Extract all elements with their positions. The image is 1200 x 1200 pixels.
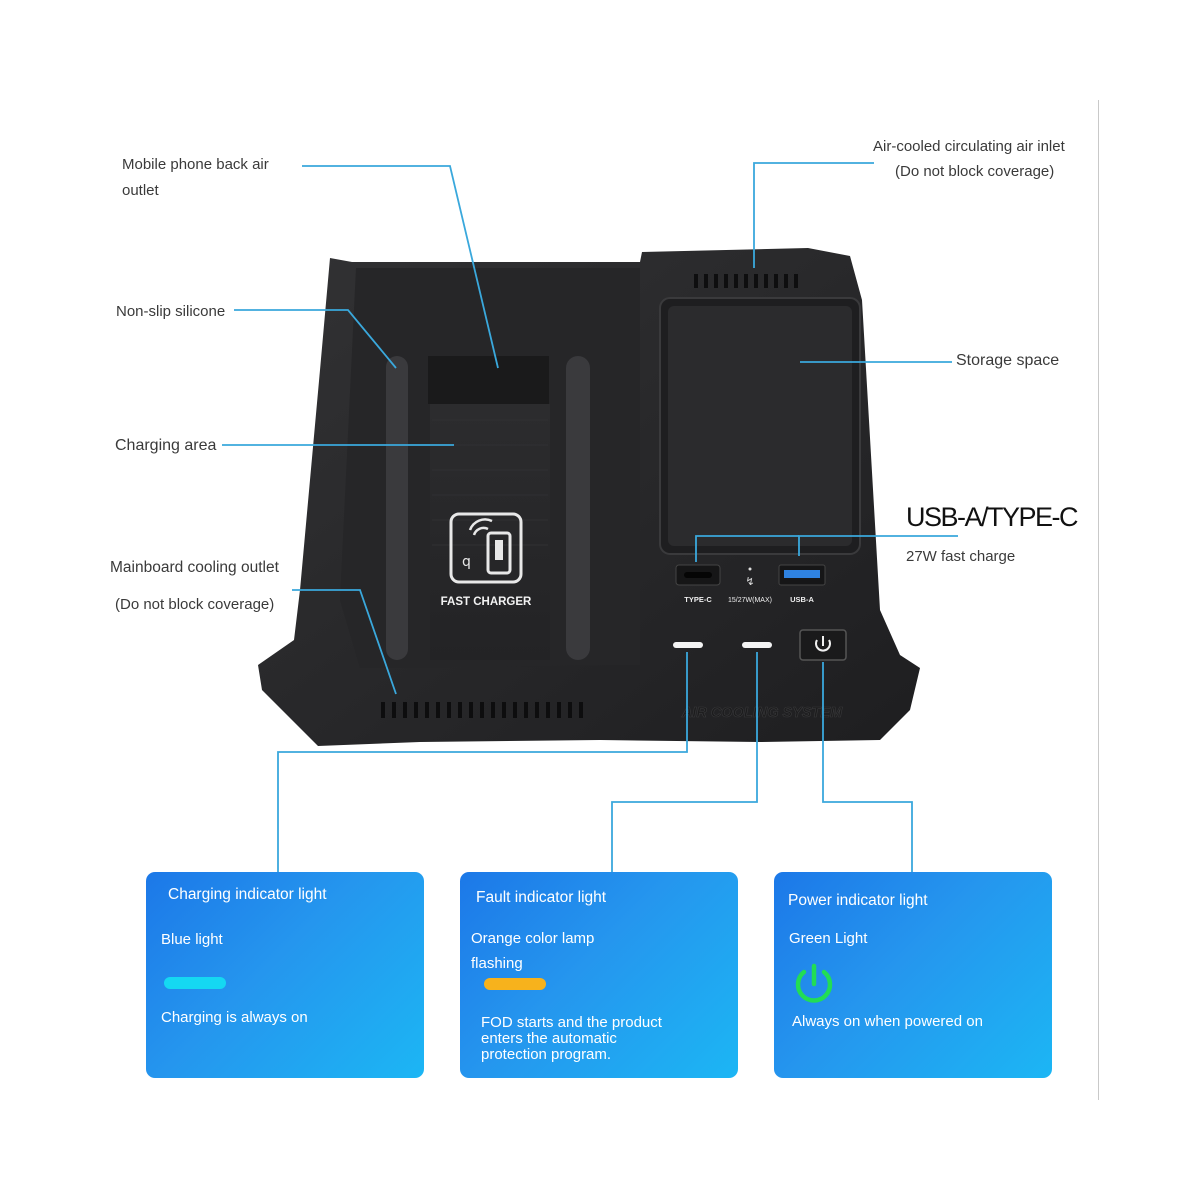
power-card-state: Green Light <box>789 930 868 947</box>
air-inlet-label: Air-cooled circulating air inlet <box>873 138 1065 155</box>
storage-label: Storage space <box>956 352 1060 369</box>
fault-card-title: Fault indicator light <box>476 889 607 906</box>
fault-card-state-2: flashing <box>471 955 523 972</box>
mainboard-cooling-vent <box>381 702 583 718</box>
wireless-charging-icon <box>449 512 523 584</box>
svg-text:q: q <box>462 554 471 570</box>
phone-back-outlet-label: Mobile phone back air outlet <box>122 152 269 205</box>
charging-area-label: Charging area <box>115 437 217 454</box>
type-c-text: TYPE-C <box>684 595 712 604</box>
phone-back-air-outlet <box>428 356 549 404</box>
power-card-title: Power indicator light <box>788 892 928 909</box>
lightning-icon: ↯ <box>745 575 754 588</box>
fault-card-state-1: Orange color lamp <box>471 930 595 947</box>
usb-subtitle: 27W fast charge <box>906 548 1016 565</box>
mainboard-outlet-label: Mainboard cooling outlet <box>110 559 279 576</box>
charging-indicator-bar <box>673 642 703 648</box>
fault-card-desc-2: enters the automatic <box>481 1029 617 1047</box>
air-inlet-note: (Do not block coverage) <box>895 163 1055 180</box>
power-card-desc: Always on when powered on <box>792 1013 983 1030</box>
leader-lines <box>222 162 958 872</box>
fault-indicator-card: Fault indicator light Orange color lamp … <box>460 872 738 1078</box>
fault-indicator-bar <box>742 642 772 648</box>
charging-indicator-card: Charging indicator light Blue light Char… <box>146 872 424 1078</box>
green-power-icon <box>795 963 833 1003</box>
charging-card-title: Charging indicator light <box>168 886 327 903</box>
non-slip-silicone-left <box>386 356 408 660</box>
charging-card-state: Blue light <box>161 931 223 948</box>
orange-light-swatch <box>484 978 546 990</box>
fault-card-desc-1: FOD starts and the product <box>481 1014 662 1031</box>
fault-card-desc-3: protection program. <box>481 1045 612 1063</box>
page-divider <box>1098 100 1099 1100</box>
power-icon <box>815 636 831 652</box>
fast-charger-text: FAST CHARGER <box>441 596 532 608</box>
air-inlet-grille <box>694 274 798 288</box>
fault-card-desc: FOD starts and the product enters the au… <box>481 1015 662 1062</box>
mainboard-outlet-note: (Do not block coverage) <box>115 596 275 613</box>
usb-title: USB-A/TYPE-C <box>906 502 1079 532</box>
air-cooling-text: AIR COOLING SYSTEM <box>681 705 843 721</box>
power-rating-text: 15/27W(MAX) <box>728 597 772 604</box>
phone-back-outlet-line1: Mobile phone back air <box>122 156 269 173</box>
power-indicator-card: Power indicator light Green Light Always… <box>774 872 1052 1078</box>
usb-a-text: USB-A <box>790 595 814 604</box>
phone-back-outlet-line2: outlet <box>122 182 159 200</box>
non-slip-label: Non-slip silicone <box>116 303 226 320</box>
non-slip-silicone-right <box>566 356 590 660</box>
charging-card-desc: Charging is always on <box>161 1009 308 1026</box>
blue-light-swatch <box>164 977 226 989</box>
